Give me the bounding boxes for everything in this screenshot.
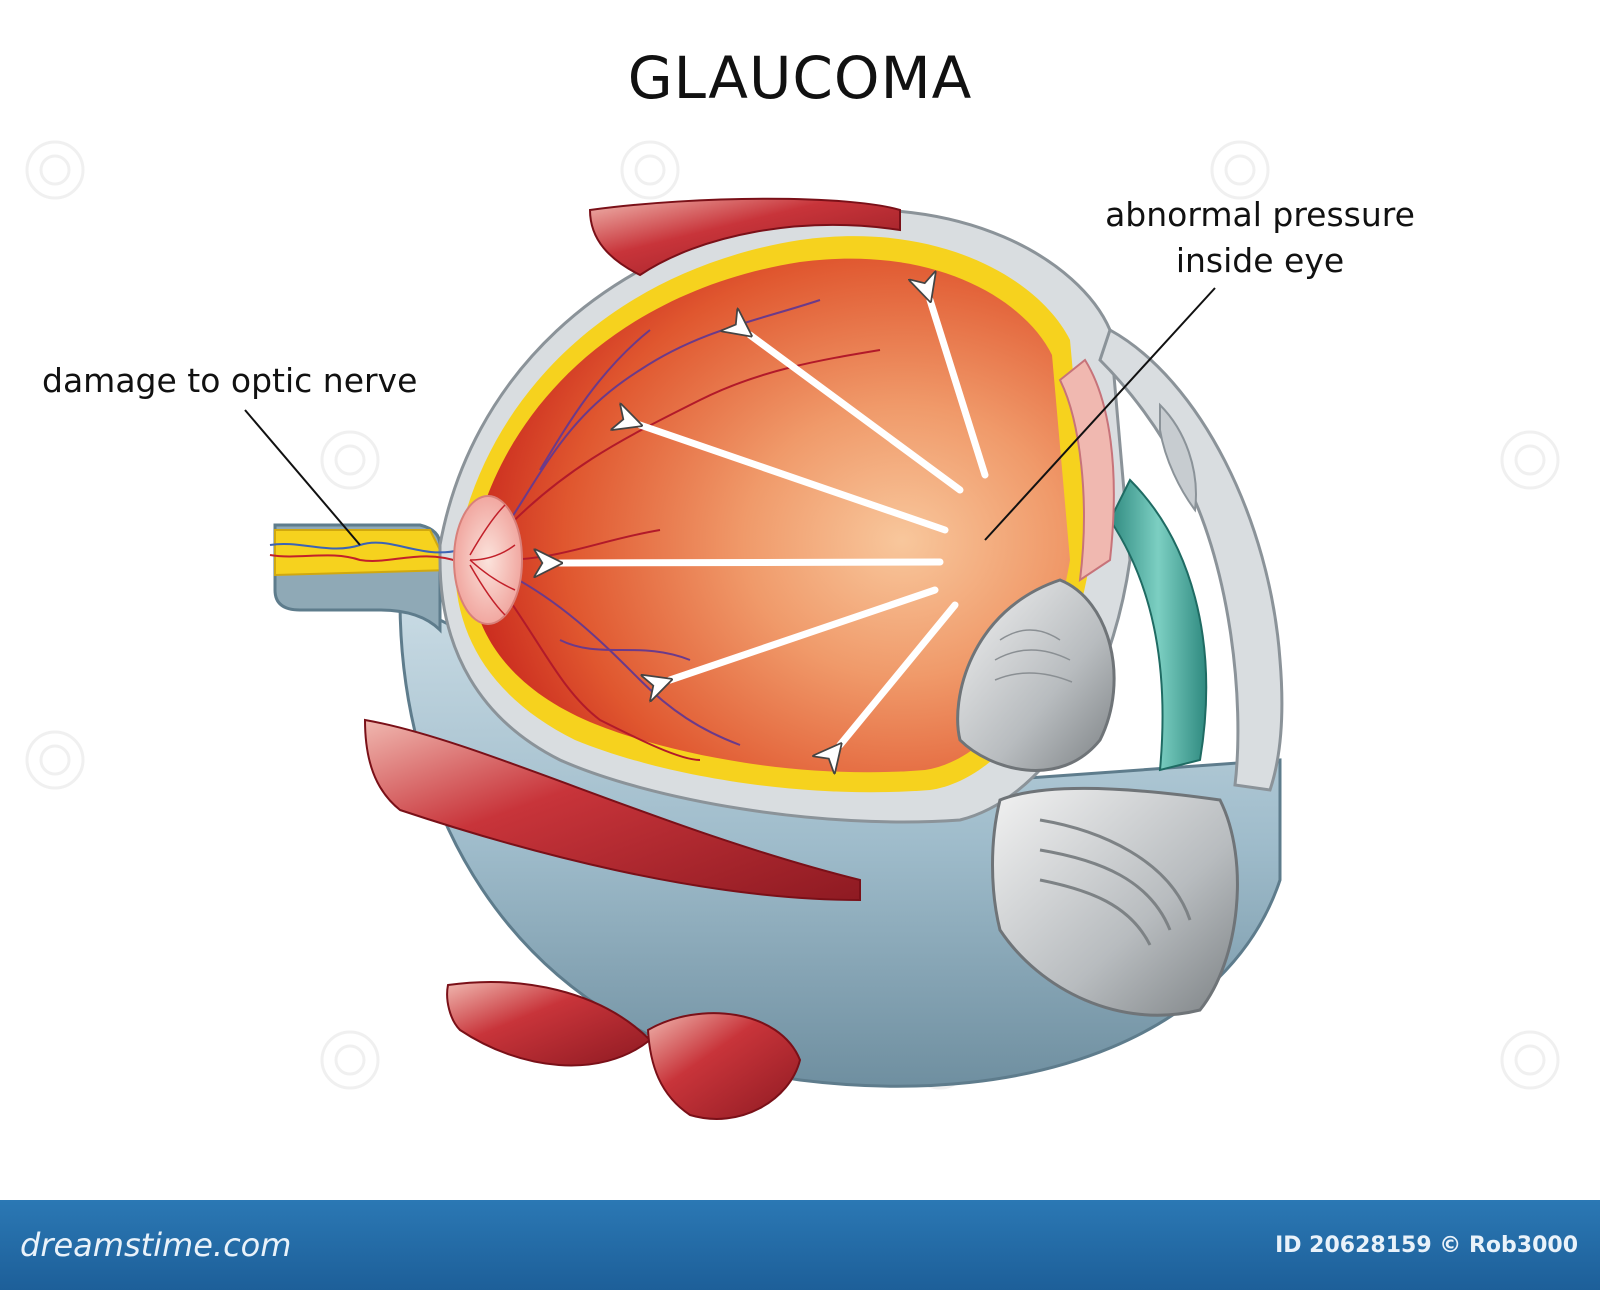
optic-nerve-leader	[244, 409, 361, 546]
optic-nerve-label: damage to optic nerve	[42, 358, 417, 404]
pressure-leader	[984, 287, 1216, 541]
pressure-arrow	[640, 425, 949, 534]
optic-nerve-core	[274, 529, 452, 577]
optic-disc	[453, 495, 523, 625]
ciliary-rings	[1039, 818, 1192, 946]
footer-credit: ID 20628159 © Rob3000	[1275, 1233, 1578, 1258]
ciliary-muscle	[1108, 478, 1208, 772]
optic-nerve-label-text: damage to optic nerve	[42, 361, 418, 400]
footer-brand[interactable]: dreamstime.com	[20, 1226, 292, 1264]
pressure-label-line2: inside eye	[1175, 241, 1345, 280]
superior-rectus-muscle	[588, 197, 901, 277]
lens	[956, 578, 1116, 772]
iris-flap	[1159, 402, 1197, 513]
disc-vessels	[469, 504, 516, 616]
lateral-rectus-muscle	[646, 1012, 802, 1120]
pressure-arrow	[560, 562, 944, 563]
pressure-arrows	[560, 300, 989, 745]
page-title: GLAUCOMA	[627, 44, 973, 112]
ciliary-body	[991, 786, 1239, 1017]
lens-fibers	[994, 629, 1073, 683]
pressure-arrow	[840, 601, 959, 745]
pressure-label-line1: abnormal pressure	[1105, 195, 1415, 234]
inferior-oblique-muscle	[446, 981, 652, 1067]
pressure-arrow	[750, 335, 964, 494]
pressure-arrow	[930, 300, 989, 479]
pressure-label: abnormal pressure inside eye	[1080, 192, 1440, 284]
blood-vessels	[269, 299, 881, 761]
pressure-arrow	[670, 586, 939, 680]
inferior-rectus-muscle	[363, 718, 861, 902]
footer-bar: dreamstime.com ID 20628159 © Rob3000	[0, 1200, 1600, 1290]
